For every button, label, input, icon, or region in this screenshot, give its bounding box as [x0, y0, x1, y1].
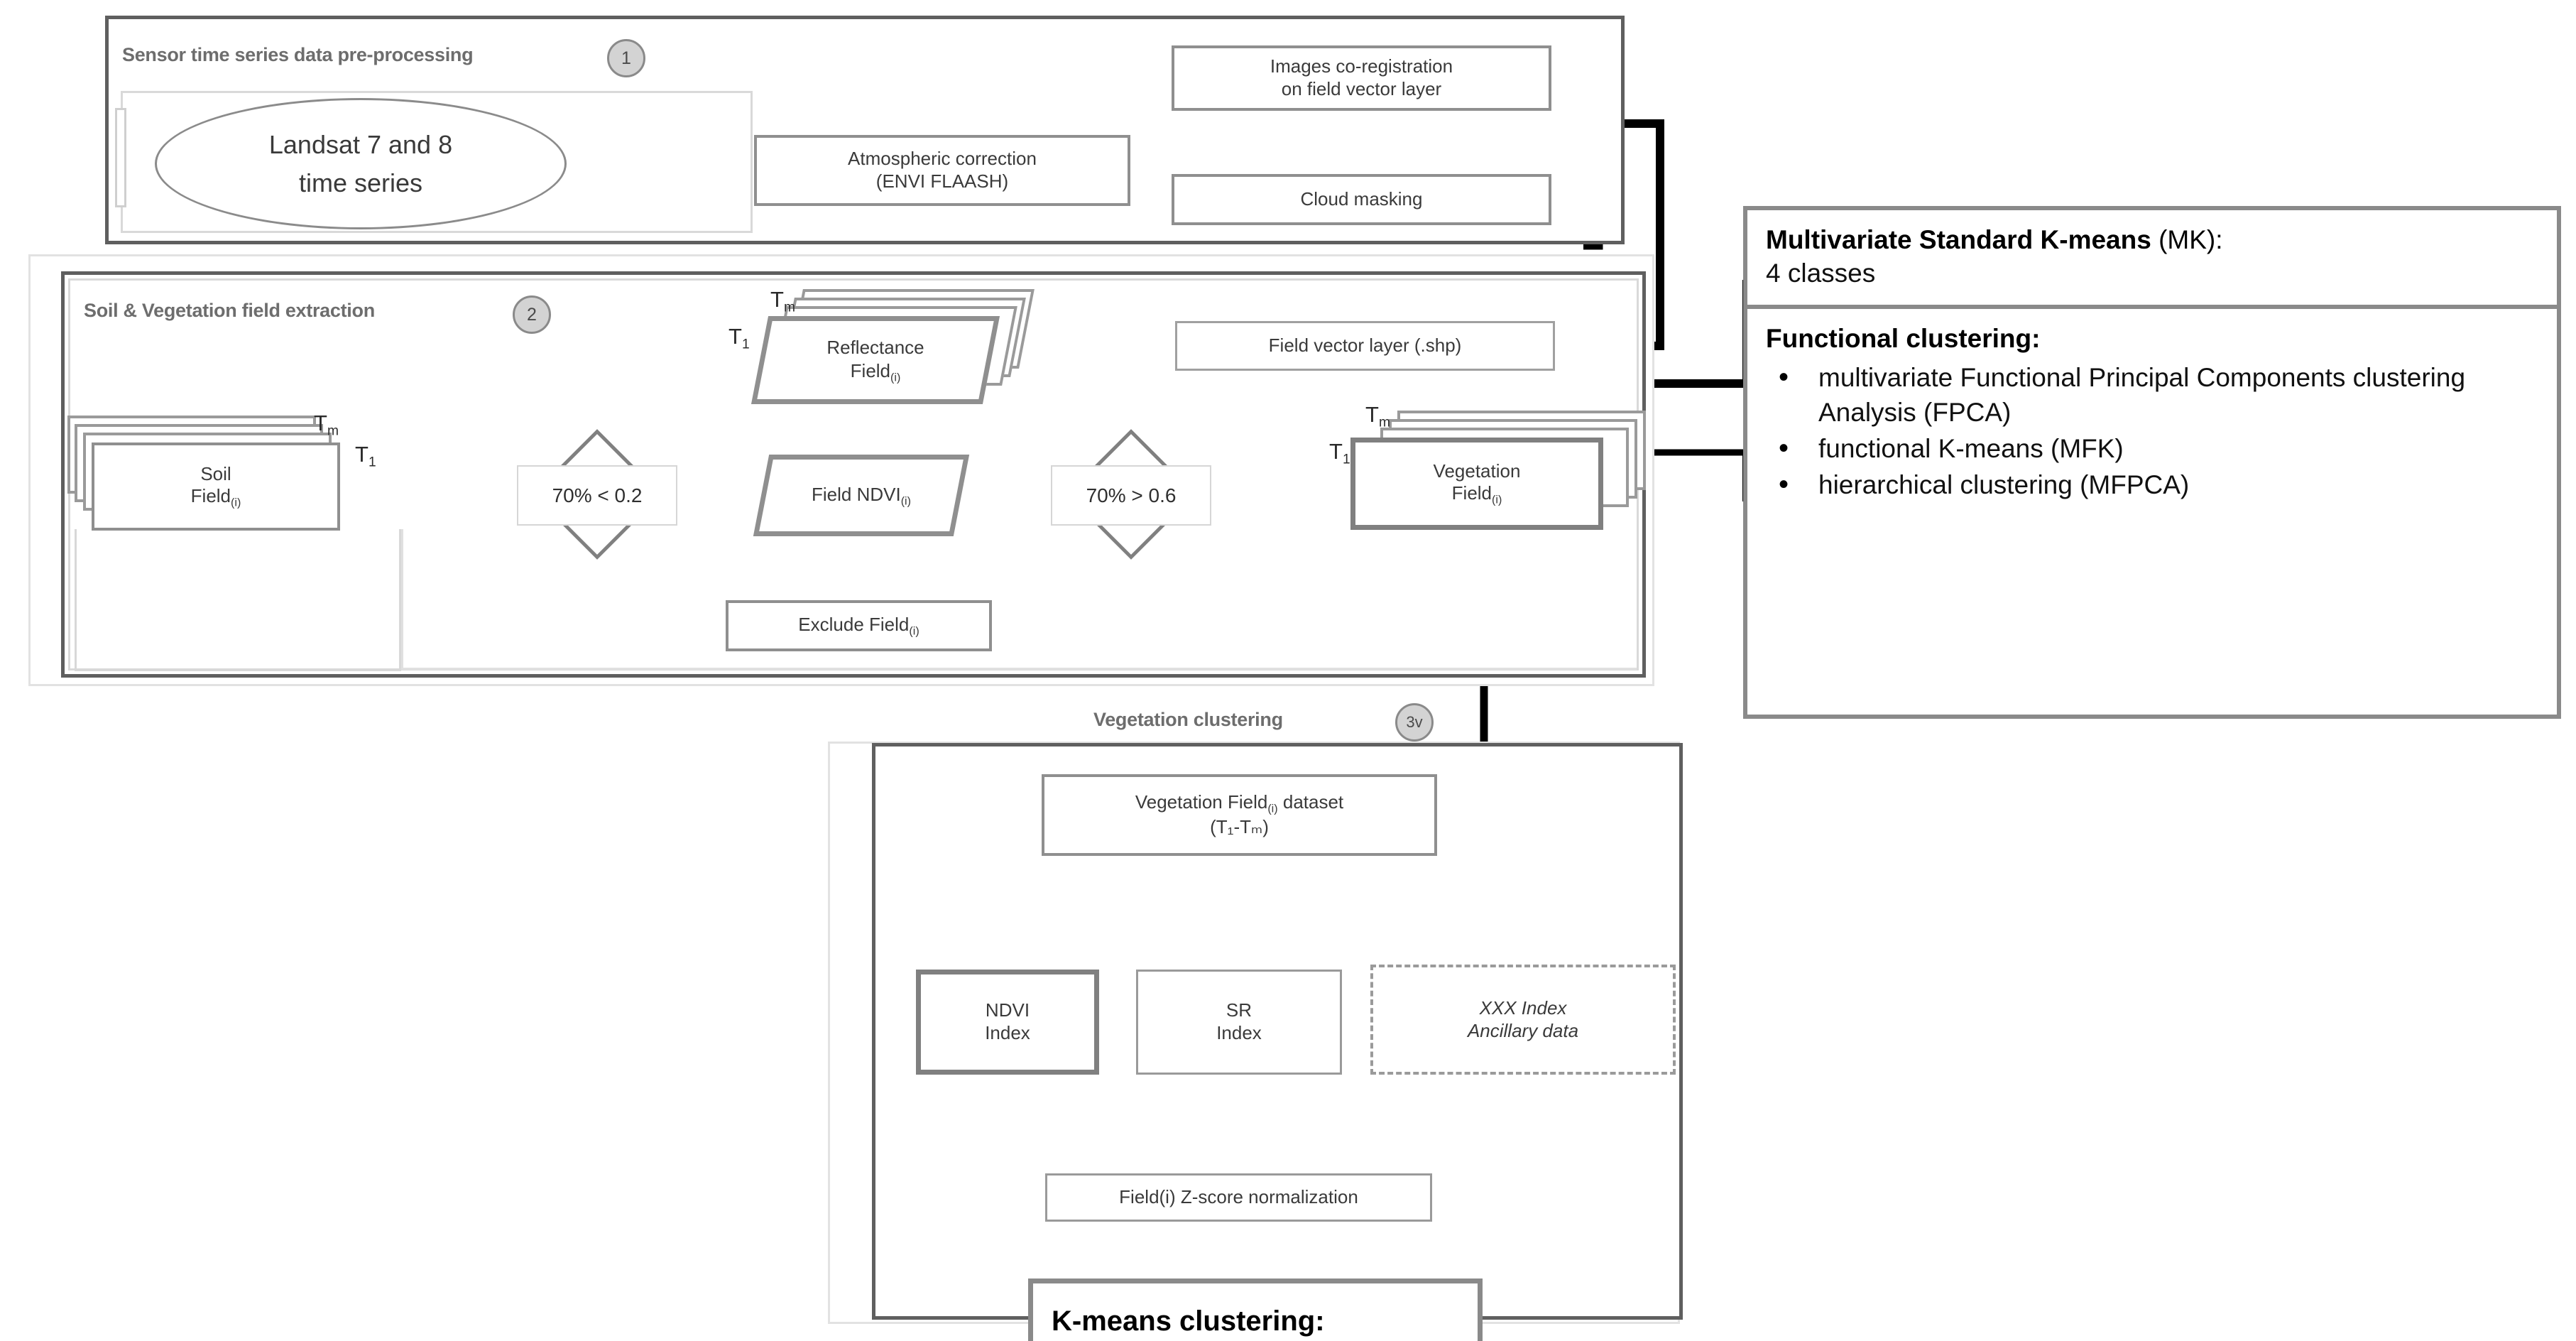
field-ndvi-node: Field NDVI(i) — [753, 455, 970, 540]
zscore-normalization-box: Field(i) Z-score normalization — [1045, 1173, 1432, 1222]
soil-field-stack: Soil Field(i) — [67, 416, 380, 543]
atmospheric-correction-box: Atmospheric correction (ENVI FLAASH) — [754, 135, 1130, 206]
vegetation-field-box: Vegetation Field(i) — [1350, 438, 1603, 530]
section-extraction-badge: 2 — [513, 295, 551, 334]
panel-bullet-mfk: functional K-means (MFK) — [1766, 430, 2541, 467]
vegetation-field-stack: Vegetation Field(i) — [1348, 411, 1646, 538]
landsat-line1: Landsat 7 and 8 — [268, 129, 453, 159]
kmeans-line1: K-means clustering: — [1052, 1305, 1325, 1337]
panel-mk-subtitle: 4 classes — [1766, 259, 1876, 288]
sr-line1: SR — [1226, 999, 1252, 1021]
landsat-source-node: Landsat 7 and 8 time series — [155, 98, 567, 229]
soil-threshold-label: 70% < 0.2 — [517, 465, 677, 526]
field-ndvi-sub: (i) — [900, 494, 911, 508]
section2-routing-left — [75, 529, 401, 671]
reflectance-line2: Field — [850, 359, 891, 381]
field-ndvi-label: Field NDVI(i) — [761, 455, 961, 536]
sr-index-box: SR Index — [1136, 970, 1342, 1075]
soil-tlabel-last: Tm — [314, 411, 339, 439]
exclude-text: Exclude Field — [798, 613, 910, 635]
reflectance-field-label: Reflectance Field(i) — [760, 316, 991, 404]
clustering-methods-panel: Multivariate Standard K-means (MK): 4 cl… — [1743, 206, 2561, 719]
section-extraction-title: Soil & Vegetation field extraction — [84, 300, 375, 321]
xxx-index-ancillary-box: XXX Index Ancillary data — [1370, 965, 1676, 1075]
kmeans-clustering-box: K-means clustering: 3 classes — [1028, 1278, 1483, 1341]
soil-threshold-decision: 70% < 0.2 — [497, 429, 696, 560]
panel-functional-row: Functional clustering: multivariate Func… — [1747, 305, 2557, 518]
panel-mk-title-regular: (MK): — [2151, 225, 2223, 254]
vegdataset-line1b: dataset — [1282, 791, 1344, 813]
panel-functional-bullets: multivariate Functional Principal Compon… — [1766, 359, 2541, 504]
xxx-line1: XXX Index — [1479, 997, 1567, 1019]
ndvi-line2: Index — [985, 1022, 1030, 1043]
images-coregistration-box: Images co-registration on field vector l… — [1172, 45, 1551, 111]
landsat-line2: time series — [298, 168, 423, 197]
ndvi-index-box: NDVI Index — [916, 970, 1099, 1075]
vegdataset-sub: (i) — [1267, 802, 1278, 815]
reflectance-line1: Reflectance — [826, 337, 924, 359]
panel-mk-row: Multivariate Standard K-means (MK): 4 cl… — [1747, 210, 2557, 305]
coreg-line1: Images co-registration — [1270, 55, 1453, 77]
veg-line2: Field — [1451, 482, 1492, 504]
panel-functional-title: Functional clustering: — [1766, 324, 2041, 354]
exclude-sub: (i) — [909, 624, 919, 637]
soil-sub: (i) — [231, 496, 241, 509]
field-vector-layer-box: Field vector layer (.shp) — [1175, 321, 1555, 371]
soil-tlabel-first: T1 — [355, 442, 376, 470]
sr-line2: Index — [1216, 1022, 1262, 1043]
reflectance-tlabel-last: Tm — [770, 287, 795, 315]
panel-mk-title: Multivariate Standard K-means (MK): — [1766, 223, 2541, 256]
section-preprocessing-title: Sensor time series data pre-processing — [122, 44, 474, 65]
cloud-masking-box: Cloud masking — [1172, 174, 1551, 225]
panel-bullet-mfpca: hierarchical clustering (MFPCA) — [1766, 466, 2541, 504]
exclude-field-box: Exclude Field(i) — [726, 600, 992, 651]
veg-tlabel-last: Tm — [1365, 402, 1390, 430]
veg-line1: Vegetation — [1433, 460, 1521, 482]
reflectance-field-stack: Reflectance Field(i) — [744, 288, 1042, 423]
field-ndvi-text: Field NDVI — [811, 483, 901, 505]
atmospheric-line2: (ENVI FLAASH) — [875, 170, 1009, 192]
panel-bullet-fpca: multivariate Functional Principal Compon… — [1766, 359, 2541, 430]
section2-routing-right — [401, 529, 1637, 670]
ndvi-line1: NDVI — [985, 999, 1030, 1021]
section-vegclustering-badge: 3v — [1395, 703, 1434, 742]
veg-sub: (i) — [1492, 493, 1502, 506]
section-vegclustering-title: Vegetation clustering — [1093, 709, 1283, 730]
panel-mk-title-bold: Multivariate Standard K-means — [1766, 225, 2151, 254]
vegdataset-line1: Vegetation Field — [1135, 791, 1268, 813]
vegetation-dataset-box: Vegetation Field(i) dataset (T₁-Tₘ) — [1042, 774, 1437, 856]
atmospheric-line1: Atmospheric correction — [848, 148, 1037, 170]
xxx-line2: Ancillary data — [1467, 1019, 1579, 1041]
vegetation-threshold-decision: 70% > 0.6 — [1031, 429, 1230, 560]
vegetation-threshold-label: 70% > 0.6 — [1051, 465, 1211, 526]
veg-tlabel-first: T1 — [1329, 439, 1350, 467]
soil-line1: Soil — [200, 462, 231, 484]
soil-field-box: Soil Field(i) — [92, 443, 340, 531]
coreg-line2: on field vector layer — [1281, 78, 1442, 99]
soil-line2: Field — [190, 485, 231, 507]
vegdataset-line2: (T₁-Tₘ) — [1210, 816, 1269, 838]
section-preprocessing-badge: 1 — [607, 39, 645, 77]
landsat-inner-tab — [115, 108, 126, 207]
reflectance-sub: (i) — [890, 370, 901, 384]
reflectance-tlabel-first: T1 — [728, 324, 750, 352]
